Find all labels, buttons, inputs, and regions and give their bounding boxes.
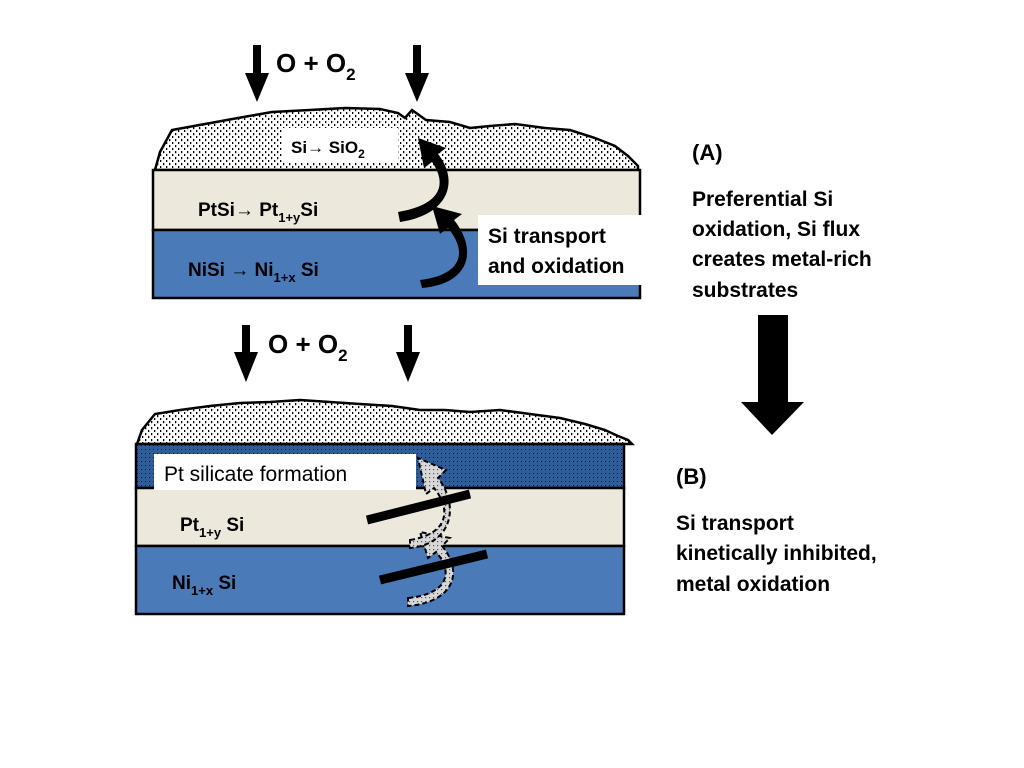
bottom-callout-box	[154, 454, 416, 490]
top-nisi-label: NiSi → Ni1+x Si	[188, 260, 319, 285]
panel-a-line: Preferential Si	[692, 188, 833, 211]
panel-b-letter: (B)	[676, 464, 707, 489]
curved-arrow-icon	[398, 138, 449, 222]
top-diagram: O + O2 Si→ SiO2 PtSi→ Pt1+ySi NiSi → Ni1…	[151, 45, 660, 300]
panel-a-letter: (A)	[692, 140, 723, 165]
down-arrow-icon	[245, 45, 269, 102]
panel-b-line: kinetically inhibited,	[676, 542, 877, 565]
top-surface-label-box	[282, 128, 398, 162]
down-arrow-icon	[234, 325, 258, 382]
barrier-bar-icon	[378, 549, 489, 585]
panel-b-line: Si transport	[676, 512, 794, 535]
top-callout-box	[478, 215, 660, 285]
bottom-oxide-layer	[135, 398, 636, 446]
barrier-bar-icon	[365, 489, 472, 525]
panel-a-line: substrates	[692, 279, 798, 302]
panel-a: (A) Preferential Si oxidation, Si flux c…	[692, 140, 872, 302]
down-arrow-icon	[396, 325, 420, 382]
top-gas-label: O + O2	[276, 48, 356, 84]
bottom-pt-label: Pt1+y Si	[180, 515, 244, 540]
top-callout-line2: and oxidation	[488, 255, 625, 278]
panel-b-line: metal oxidation	[676, 573, 830, 596]
down-arrow-icon	[741, 315, 804, 435]
top-callout-line1: Si transport	[488, 225, 606, 248]
panel-a-line: creates metal-rich	[692, 248, 872, 271]
bottom-gas-label: O + O2	[268, 329, 348, 365]
curved-arrow-icon	[407, 530, 455, 608]
panel-b: (B) Si transport kinetically inhibited, …	[676, 464, 877, 596]
bottom-callout: Pt silicate formation	[164, 463, 347, 486]
down-arrow-icon	[405, 45, 429, 102]
bottom-diagram: O + O2 Pt silicate formation Pt1+y Si Ni…	[134, 325, 636, 616]
bottom-ni-label: Ni1+x Si	[172, 573, 236, 598]
curved-arrow-icon	[420, 206, 468, 288]
panel-a-line: oxidation, Si flux	[692, 218, 860, 241]
top-surface-label: Si→ SiO2	[291, 138, 365, 161]
curved-arrow-icon	[409, 456, 451, 550]
top-ptsi-label: PtSi→ Pt1+ySi	[198, 200, 318, 225]
